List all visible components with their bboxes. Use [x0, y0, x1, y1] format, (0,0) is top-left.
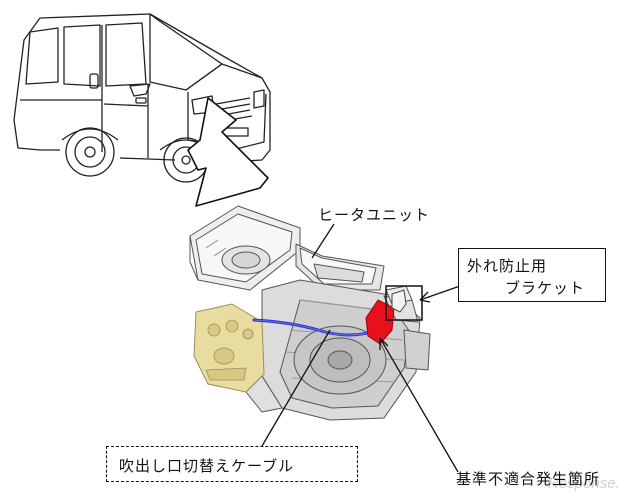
label-heater-unit: ヒータユニット — [318, 206, 431, 224]
label-bracket-line2: ブラケット — [505, 279, 586, 297]
label-bracket-line1: 外れ防止用 — [467, 257, 548, 275]
bracket-highlight-box — [385, 285, 423, 321]
duct-part-detail — [205, 319, 254, 381]
leader-lines — [261, 223, 461, 473]
defect-part — [365, 299, 395, 345]
van-illustration — [13, 13, 271, 183]
label-defect-location: 基準不適合発生箇所 — [456, 470, 601, 488]
label-box-bracket: 外れ防止用 ブラケット — [458, 248, 606, 302]
watermark: Response. — [548, 475, 620, 492]
label-cable: 吹出し口切替えケーブル — [119, 457, 295, 475]
label-box-cable: 吹出し口切替えケーブル — [106, 446, 358, 482]
pointer-arrow — [187, 97, 269, 207]
